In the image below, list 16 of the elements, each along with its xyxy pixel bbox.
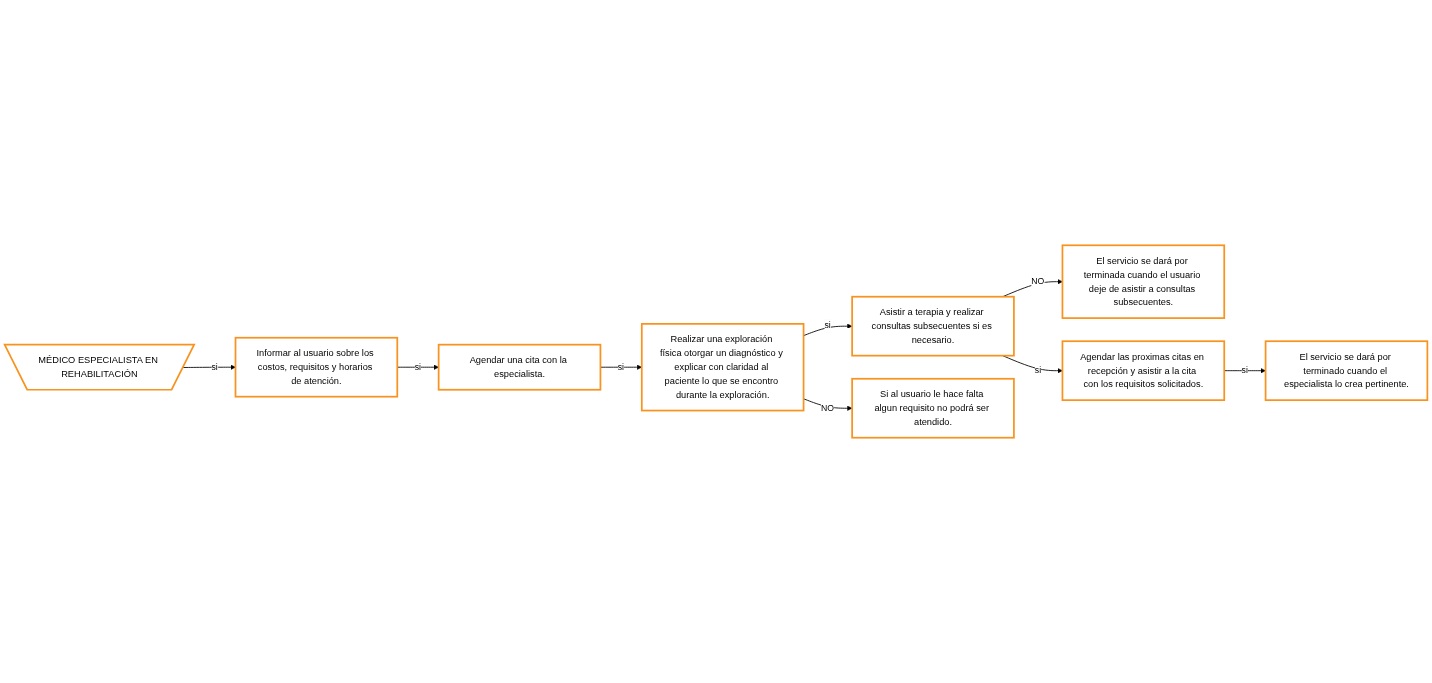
node-box: El servicio se dará por terminada cuando el usuario deje de asistir a consultas subsecuentes. (1061, 244, 1226, 319)
edge-label: si (1241, 364, 1248, 375)
node-box: El servicio se dará por terminado cuando el especialista lo crea pertinente. (1264, 340, 1429, 401)
node-box: Realizar una exploración física otorgar un diagnóstico y explicar con claridad al paciente lo que se encontro durante la exploración. (640, 323, 805, 412)
edge-label: NO (1031, 275, 1045, 286)
edge-label: si (414, 361, 421, 372)
edge-label: si (1034, 364, 1042, 375)
edge-label: si (824, 320, 831, 331)
edge-label: NO (820, 402, 834, 413)
edge-label: si (211, 361, 218, 372)
node-box: Agendar una cita con la especialista. (437, 343, 602, 391)
node-box: Si al usuario le hace falta algun requisito no podrá ser atendido. (851, 377, 1015, 439)
node-box: Informar al usuario sobre los costos, requisitos y horarios de atención. (234, 336, 399, 398)
edge-label: si (617, 361, 625, 372)
node-box: Agendar las proximas citas en recepción y asistir a la cita con los requisitos solicitados. (1061, 340, 1226, 401)
node-box: Asistir a terapia y realizar consultas subsecuentes si es necesario. (851, 295, 1015, 357)
